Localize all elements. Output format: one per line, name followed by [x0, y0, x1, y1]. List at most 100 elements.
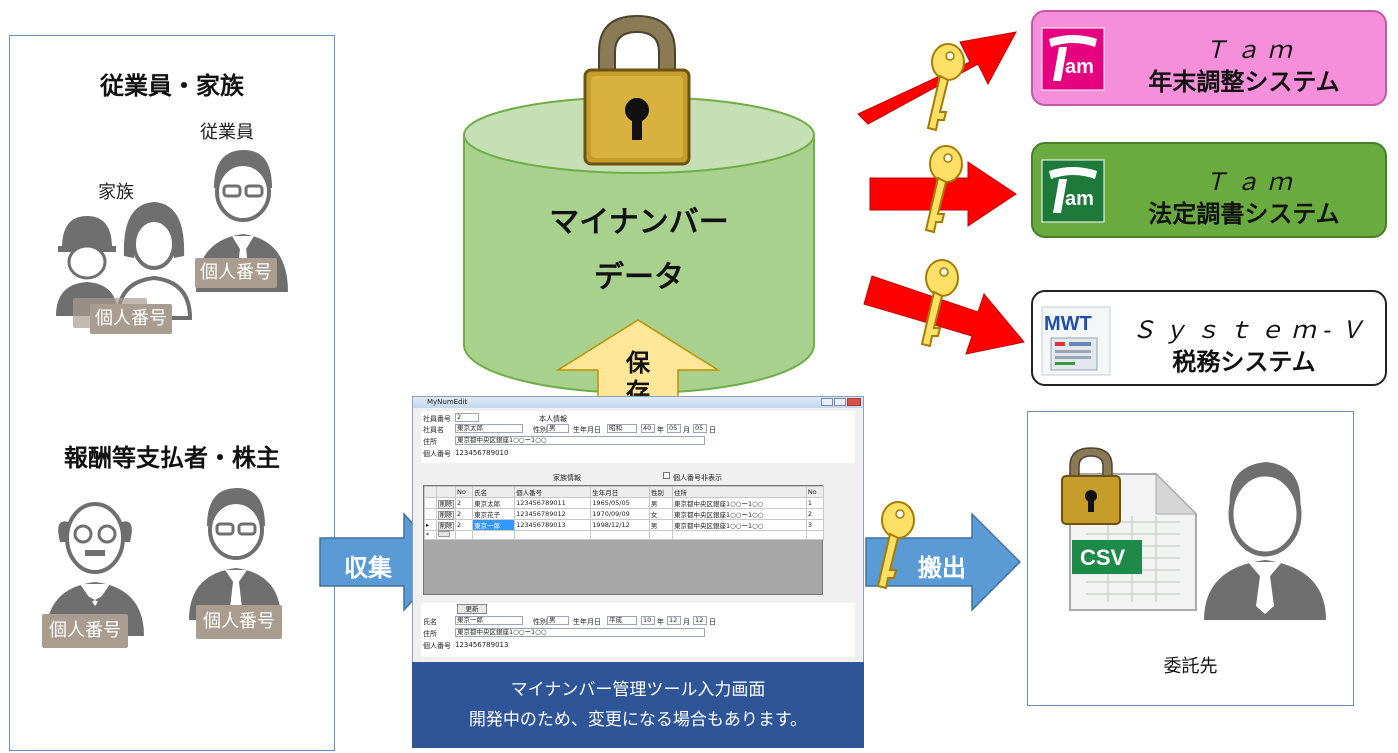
mwt-logo-icon: MWT [1041, 306, 1111, 376]
col-no2: No [805, 486, 825, 498]
month-input[interactable]: 12 [667, 616, 681, 625]
birth-label: 生年月日 [573, 618, 601, 626]
address-input[interactable]: 東京都中央区銀座1○○ー1○○ [455, 436, 705, 445]
db-label-line2: データ [594, 260, 684, 295]
save-label-1: 保 [626, 349, 650, 377]
col-gender: 性別 [648, 486, 674, 498]
padlock-icon [1061, 447, 1121, 525]
system-v-tax-system[interactable]: MWT Ｓｙｓｔｅｍ-Ｖ 税務システム [1031, 290, 1387, 386]
col-id: 個人番号 [514, 486, 592, 498]
key-icon [876, 501, 915, 590]
persons-panel: 従業員・家族 従業員 家族 個人番号 個人番号 報酬等支払者・株主 [9, 35, 335, 751]
delete-button[interactable]: 削除 [438, 510, 455, 520]
col-address: 住所 [672, 486, 807, 498]
address-label: 住所 [423, 438, 437, 446]
month-unit: 月 [683, 426, 690, 434]
employee-family-title: 従業員・家族 [100, 72, 244, 100]
contractor-label: 委託先 [1163, 656, 1218, 677]
id-value: 123456789013 [455, 641, 509, 649]
system-name: Ｓｙｓｔｅｍ-Ｖ [1131, 316, 1372, 344]
close-button[interactable] [847, 398, 861, 406]
family-edit-panel: 更新 氏名 東京一郎 性別 男 生年月日 平成 10 年 12 月 12 日 住… [421, 603, 855, 657]
caption-line2: 開発中のため、変更になる場合もあります。 [468, 710, 808, 730]
maximize-button[interactable] [834, 398, 846, 406]
caption-line1: マイナンバー管理ツール入力画面 [510, 680, 766, 700]
day-input[interactable]: 12 [693, 616, 707, 625]
self-info-panel: 社員番号 2 本人情報 社員名 東京太郎 性別 男 生年月日 昭和 40 年 0… [421, 411, 855, 463]
era-select[interactable]: 昭和 [607, 424, 637, 433]
system-sub: 法定調書システム [1148, 200, 1340, 228]
col-birth: 生年月日 [590, 486, 650, 498]
year-input[interactable]: 10 [641, 616, 655, 625]
year-unit: 年 [657, 618, 664, 626]
year-unit: 年 [657, 426, 664, 434]
hide-id-checkbox[interactable] [663, 472, 670, 479]
gender-label: 性別 [533, 426, 547, 434]
tam-logo-icon: am [1041, 159, 1105, 223]
update-button[interactable]: 更新 [457, 604, 487, 614]
employee-no-input[interactable]: 2 [455, 413, 479, 422]
id-value: 123456789010 [455, 449, 509, 457]
key-icon [924, 145, 963, 234]
padlock-icon [583, 14, 691, 166]
id-card-employee: 個人番号 [195, 258, 277, 288]
delete-button[interactable]: 削除 [438, 499, 455, 509]
system-sub: 年末調整システム [1148, 68, 1340, 96]
contractor-person-icon [1204, 462, 1326, 620]
family-info-label: 家族情報 [553, 474, 581, 482]
child-icon [56, 216, 118, 316]
shareholder-icon [189, 488, 281, 620]
delete-button[interactable]: 削除 [438, 521, 455, 531]
tam-houtei-system[interactable]: am Ｔａｍ 法定調書システム [1031, 142, 1387, 238]
tam-logo-icon: am [1041, 27, 1105, 91]
month-unit: 月 [683, 618, 690, 626]
export-label: 搬出 [918, 554, 966, 582]
key-icon [920, 259, 959, 348]
gender-select[interactable]: 男 [547, 616, 569, 625]
window-title: MyNumEdit [413, 397, 863, 408]
collect-label: 収集 [344, 554, 392, 582]
month-input[interactable]: 05 [667, 424, 681, 433]
id-card-payer: 個人番号 [42, 614, 128, 648]
payer-shareholder-title: 報酬等支払者・株主 [64, 444, 280, 472]
name-input[interactable]: 東京一郎 [455, 616, 523, 625]
hide-id-label: 個人番号非表示 [673, 474, 722, 482]
system-name: Ｔａｍ [1203, 36, 1300, 64]
id-card-family: 個人番号 [90, 304, 172, 334]
gender-label: 性別 [533, 618, 547, 626]
col-no: No [455, 486, 474, 498]
employee-label: 従業員 [200, 122, 254, 143]
svg-text:am: am [1065, 188, 1094, 210]
key-icon [926, 43, 965, 132]
arrow-to-system-v [863, 275, 1025, 355]
tam-nenmatsu-system[interactable]: am Ｔａｍ 年末調整システム [1031, 10, 1387, 106]
day-unit: 日 [709, 426, 716, 434]
screenshot-caption: マイナンバー管理ツール入力画面 開発中のため、変更になる場合もあります。 [412, 662, 864, 748]
day-input[interactable]: 05 [693, 424, 707, 433]
era-select[interactable]: 平成 [607, 616, 637, 625]
family-label: 家族 [98, 182, 134, 203]
employee-name-label: 社員名 [423, 426, 444, 434]
year-input[interactable]: 40 [641, 424, 655, 433]
mynum-edit-window: MyNumEdit 社員番号 2 本人情報 社員名 東京太郎 性別 男 生年月日… [412, 396, 864, 746]
id-label: 個人番号 [423, 450, 451, 458]
svg-text:CSV: CSV [1080, 545, 1126, 570]
gender-select[interactable]: 男 [547, 424, 569, 433]
system-name: Ｔａｍ [1203, 168, 1300, 196]
self-info-label: 本人情報 [539, 415, 567, 423]
day-unit: 日 [709, 618, 716, 626]
employee-name-input[interactable]: 東京太郎 [455, 424, 523, 433]
minimize-button[interactable] [821, 398, 833, 406]
svg-text:MWT: MWT [1044, 313, 1092, 335]
contractor-panel: CSV 委託先 [1027, 411, 1354, 706]
id-card-shareholder: 個人番号 [196, 605, 282, 639]
employee-no-label: 社員番号 [423, 415, 451, 423]
col-name: 氏名 [472, 486, 516, 498]
table-row[interactable]: * [424, 530, 825, 540]
address-input[interactable]: 東京都中央区銀座1○○ー1○○ [455, 628, 705, 637]
birth-label: 生年月日 [573, 426, 601, 434]
